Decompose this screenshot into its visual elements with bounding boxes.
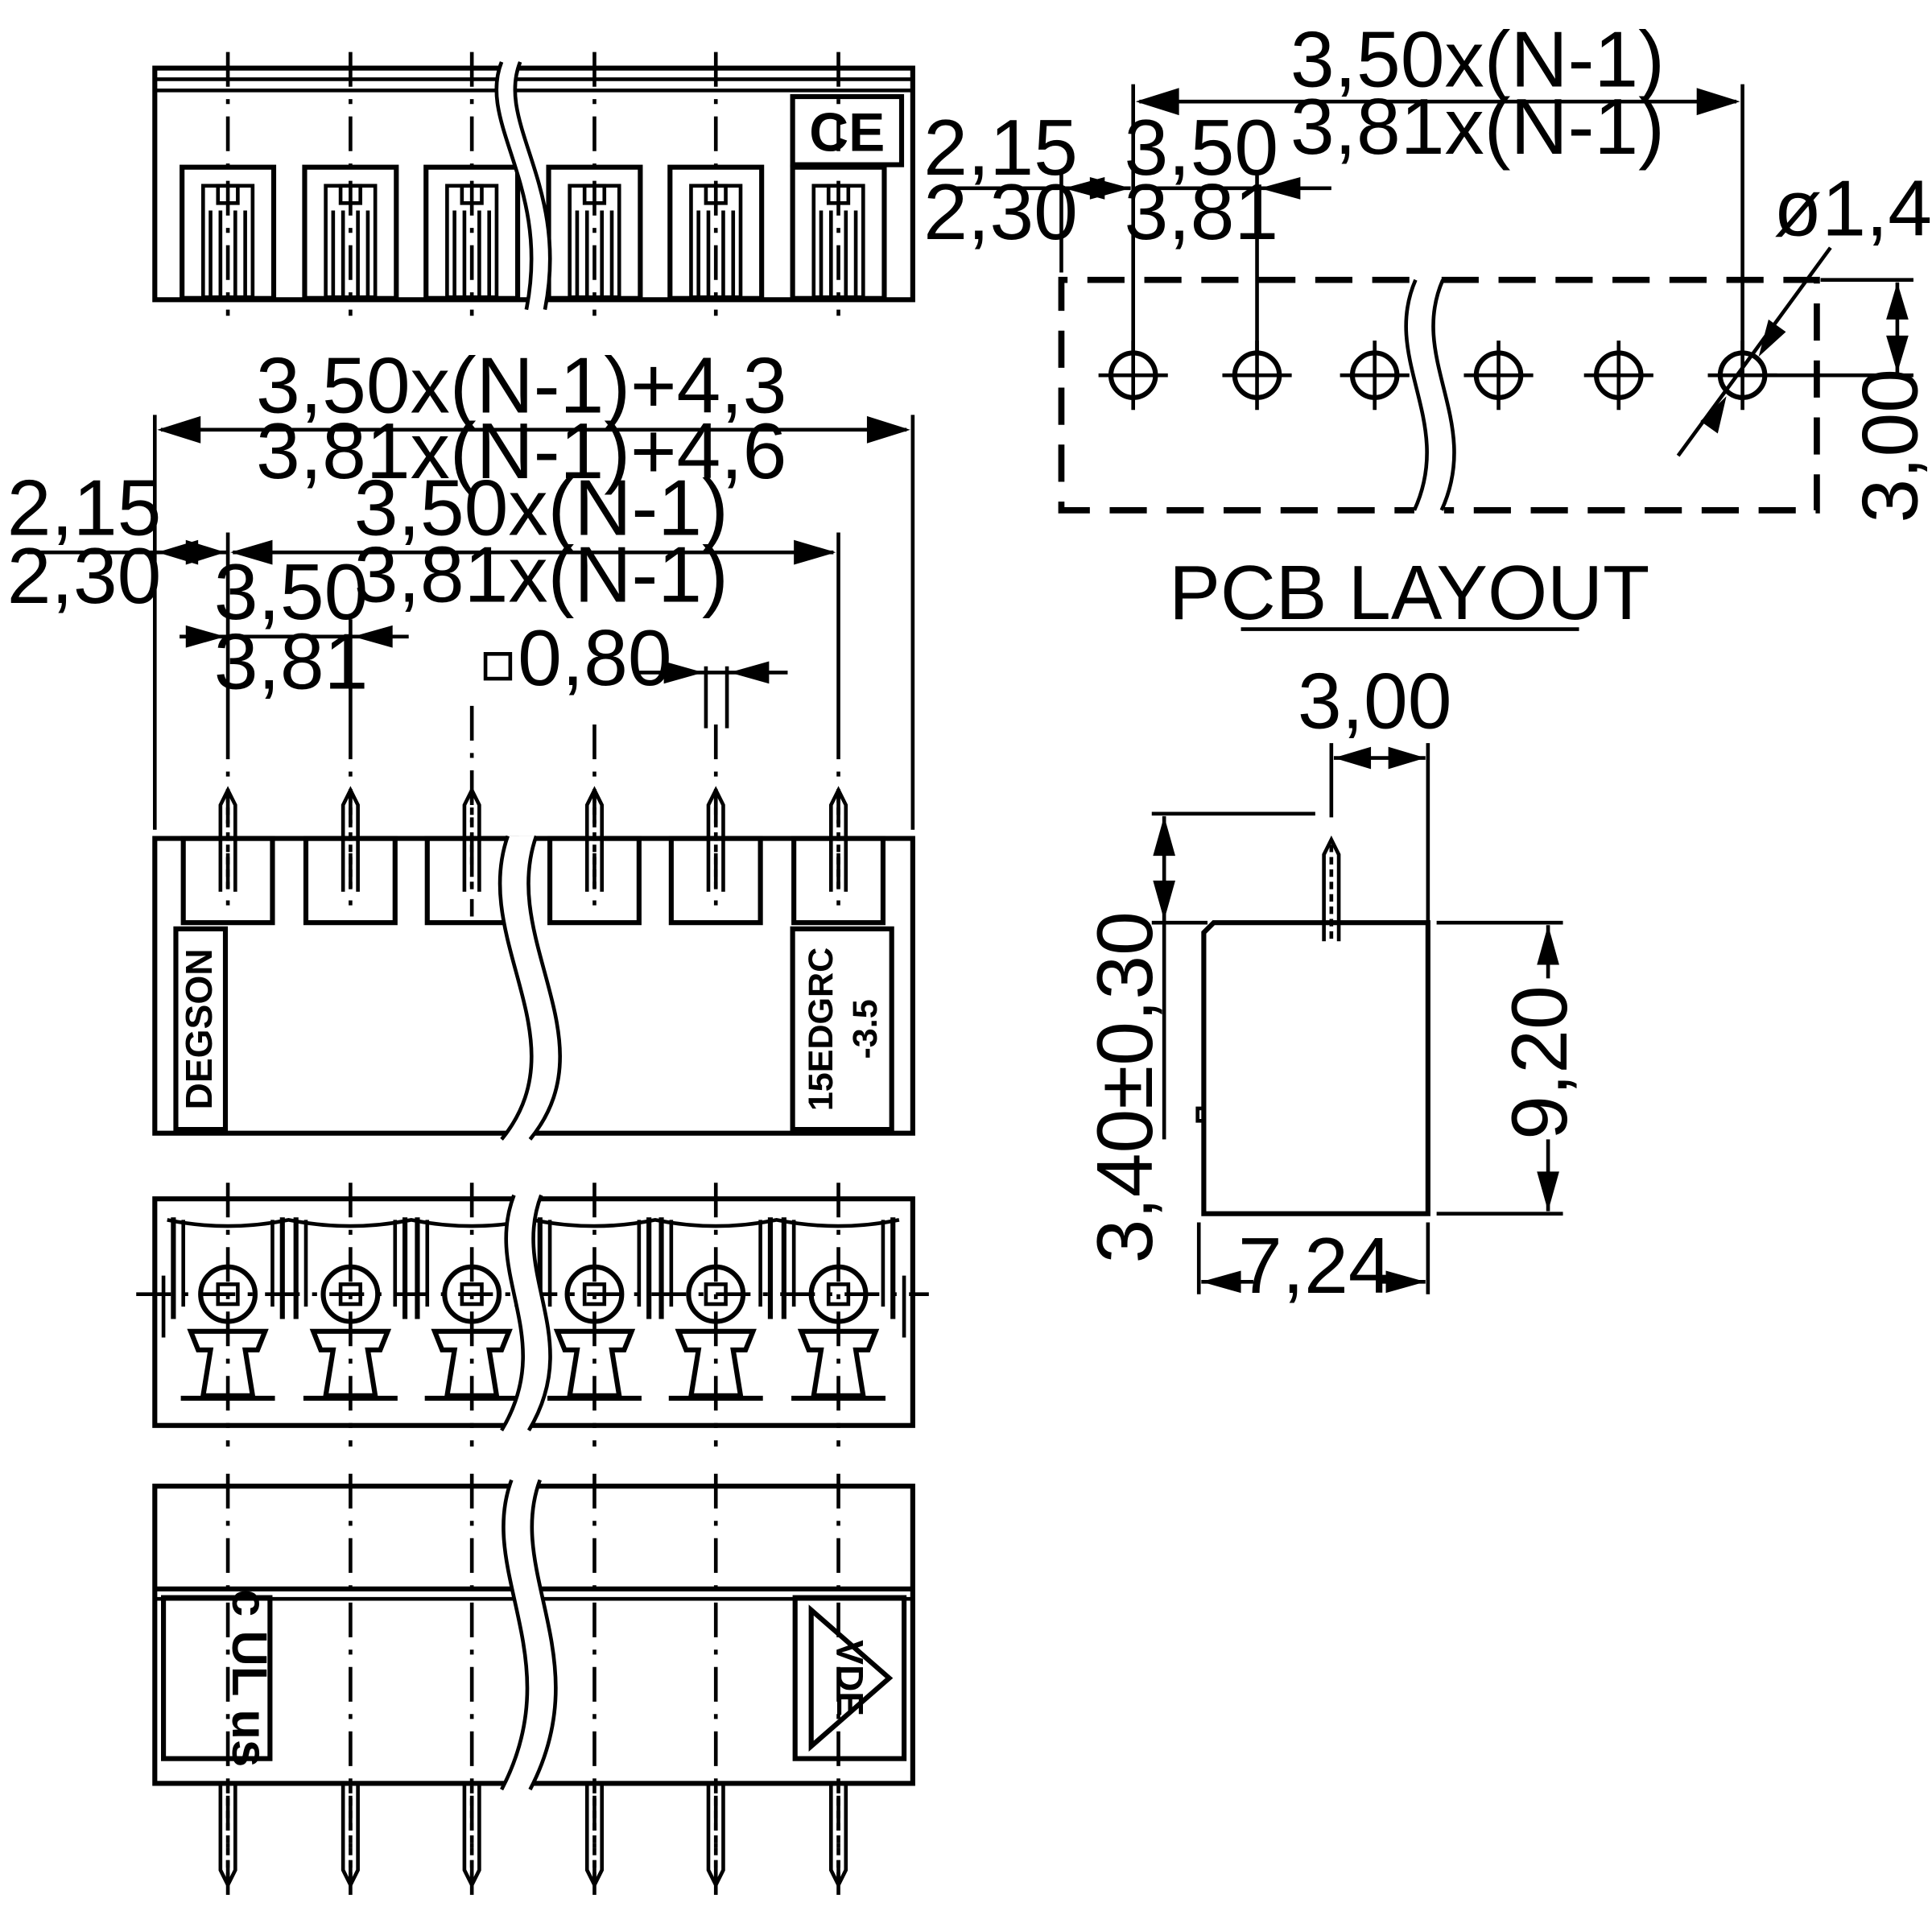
pitch-dimension: 3,50 3,81 [180,547,409,724]
svg-text:3,00: 3,00 [1298,657,1452,745]
pcb-edge-offset-dimension: 2,15 2,30 [923,103,1131,273]
side-height-dimension: 9,20 [1436,920,1583,1216]
side-view: 3,00 3,40±0,30 9,20 7,24 [1080,657,1583,1311]
svg-text:3,81x(N-1): 3,81x(N-1) [1290,82,1665,171]
svg-text:9,20: 9,20 [1495,985,1583,1140]
ul-mark: c UL us [161,1589,277,1767]
svg-text:2,15: 2,15 [7,464,162,552]
pcb-layout: 3,50x(N-1) 3,81x(N-1) 2,15 2,30 3,50 3,8… [923,15,1932,637]
svg-text:3,81x(N-1)+4,6: 3,81x(N-1)+4,6 [256,407,786,495]
pin-size-dimension: 0,80 [483,613,788,729]
side-depth-dimension: 7,24 [1196,1221,1430,1310]
svg-text:15EDGRC: 15EDGRC [802,947,840,1111]
overall-length-dimension: 3,50x(N-1)+4,3 3,81x(N-1)+4,6 [153,341,915,830]
svg-text:3,40±0,30: 3,40±0,30 [1080,911,1169,1263]
pcb-row-offset-dimension: 3,00 [1765,278,1932,523]
screw-view-centerlines [225,1183,840,1447]
pin-span-dimension: 3,50x(N-1) 3,81x(N-1) [230,464,840,724]
front-view: DEGSON 15EDGRC -3.5 3,50x(N-1)+4,3 3,81x… [7,341,915,1141]
side-pin-length-dimension: 3,40±0,30 [1080,811,1315,1263]
pcb-pitch-total-dimension: 3,50x(N-1) 3,81x(N-1) [1131,15,1744,353]
svg-text:3,50: 3,50 [214,547,369,636]
svg-text:3,00: 3,00 [1846,369,1932,523]
svg-text:3,50: 3,50 [1124,103,1278,192]
pcb-pitch-dimension: 3,50 3,81 [1124,103,1331,353]
svg-text:3,81: 3,81 [214,617,369,705]
top-view-centerlines [225,52,840,316]
vde-mark: VDE [792,1595,907,1761]
edge-offset-dimension: 2,15 2,30 [7,464,230,724]
svg-text:3,81x(N-1): 3,81x(N-1) [354,530,729,619]
bottom-view-centerlines [225,1473,840,1901]
svg-text:3,50x(N-1)+4,3: 3,50x(N-1)+4,3 [256,341,786,429]
pcb-hole-diameter-dimension: ø1,40 [1676,163,1932,457]
svg-text:ø1,40: ø1,40 [1773,163,1932,252]
screw-view [136,1183,929,1447]
svg-text:3,50x(N-1): 3,50x(N-1) [1290,15,1665,104]
bottom-view: c UL us VDE [152,1473,915,1901]
svg-text:3,81: 3,81 [1124,167,1278,256]
svg-text:DEGSON: DEGSON [178,948,220,1109]
pcb-layout-title: PCB LAYOUT [1169,551,1649,636]
svg-text:2,30: 2,30 [923,167,1078,256]
model-label: 15EDGRC -3.5 [790,926,894,1133]
svg-text:PCB LAYOUT: PCB LAYOUT [1169,551,1649,636]
brand-label: DEGSON [173,926,229,1133]
svg-text:-3.5: -3.5 [846,999,885,1059]
side-pin-offset-dimension: 3,00 [1298,657,1452,923]
svg-text:VDE: VDE [829,1640,871,1716]
svg-text:2,30: 2,30 [7,531,162,620]
svg-text:CE: CE [809,103,885,163]
svg-text:c UL us: c UL us [221,1589,277,1767]
svg-text:2,15: 2,15 [923,103,1078,192]
top-view: CE [152,52,915,316]
svg-text:7,24: 7,24 [1238,1221,1393,1310]
front-view-centerlines [225,705,840,917]
svg-text:3,50x(N-1): 3,50x(N-1) [354,464,729,552]
ce-mark: CE [790,93,905,167]
svg-text:0,80: 0,80 [518,613,672,702]
